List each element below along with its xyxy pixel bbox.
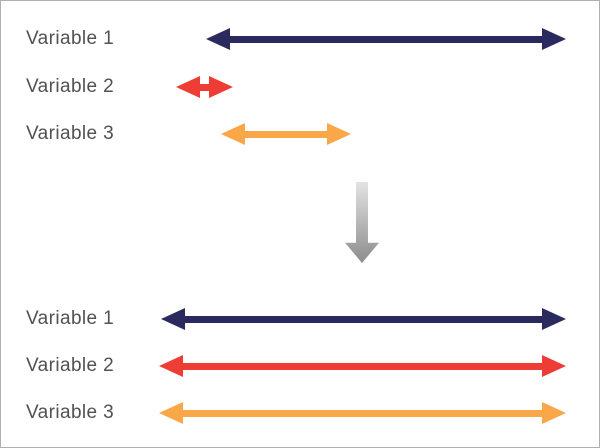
range-arrow bbox=[161, 308, 566, 330]
range-arrow bbox=[176, 76, 233, 98]
arrow-right-head-icon bbox=[542, 308, 566, 330]
variable-label: Variable 2 bbox=[26, 355, 115, 376]
arrow-right-head-icon bbox=[542, 355, 566, 377]
arrow-left-head-icon bbox=[221, 123, 245, 145]
arrow-right-head-icon bbox=[542, 402, 566, 424]
arrow-right-head-icon bbox=[327, 123, 351, 145]
down-arrow-icon bbox=[345, 182, 379, 263]
variable-label: Variable 1 bbox=[26, 308, 115, 329]
arrow-right-head-icon bbox=[209, 76, 233, 98]
range-arrow bbox=[159, 355, 566, 377]
arrow-right-head-icon bbox=[542, 28, 566, 50]
variable-label: Variable 3 bbox=[26, 123, 115, 144]
variable-label: Variable 1 bbox=[26, 28, 115, 49]
arrow-left-head-icon bbox=[176, 76, 200, 98]
arrow-shaft bbox=[181, 315, 546, 323]
range-arrow bbox=[221, 123, 351, 145]
range-arrow bbox=[159, 402, 566, 424]
arrow-shaft bbox=[196, 83, 213, 91]
variable-label: Variable 2 bbox=[26, 76, 115, 97]
range-arrow bbox=[206, 28, 566, 50]
arrow-left-head-icon bbox=[159, 355, 183, 377]
arrow-left-head-icon bbox=[159, 402, 183, 424]
arrow-left-head-icon bbox=[161, 308, 185, 330]
arrow-left-head-icon bbox=[206, 28, 230, 50]
arrow-shaft bbox=[226, 35, 546, 43]
arrow-shaft bbox=[241, 130, 331, 138]
variable-label: Variable 3 bbox=[26, 402, 115, 423]
arrow-shaft bbox=[179, 362, 546, 370]
arrow-shaft bbox=[179, 409, 546, 417]
